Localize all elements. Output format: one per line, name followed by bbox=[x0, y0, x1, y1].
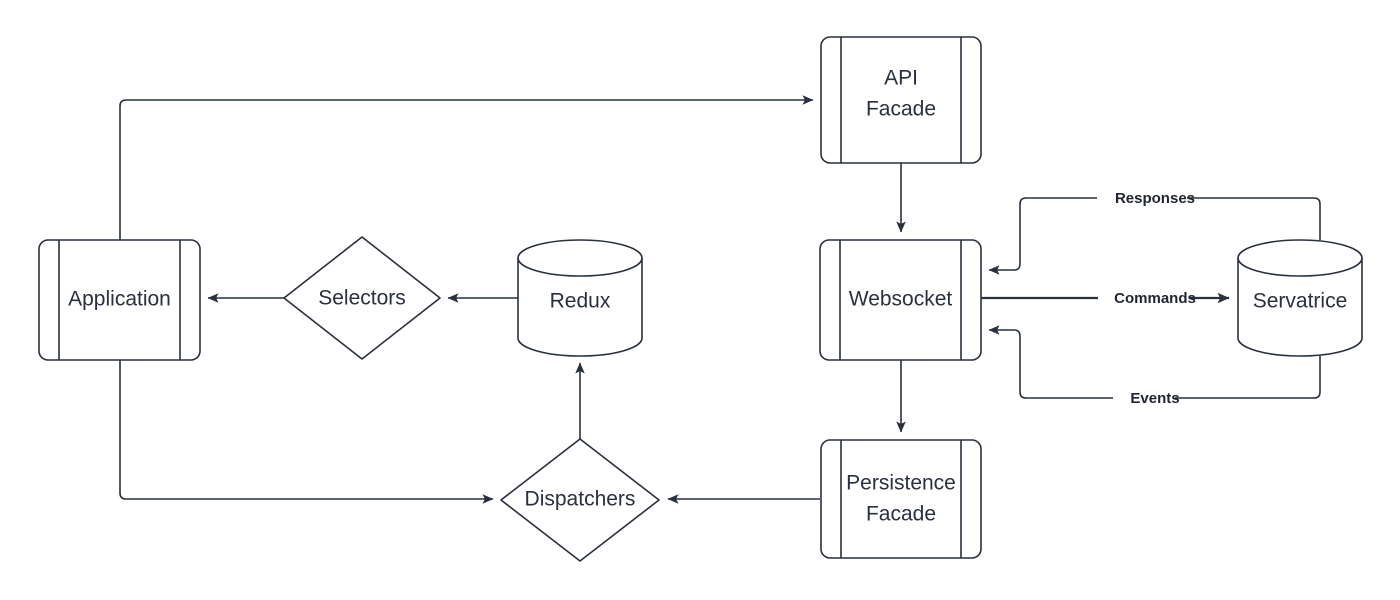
redux-label: Redux bbox=[550, 290, 611, 313]
edge-websocket-to-servatrice-commands: Commands bbox=[981, 288, 1230, 308]
edge-servatrice-to-websocket-events: Events bbox=[988, 325, 1321, 408]
servatrice-label: Servatrice bbox=[1253, 290, 1348, 313]
persistence-facade-box bbox=[820, 439, 982, 559]
api-facade-label-line2: Facade bbox=[866, 98, 936, 121]
api-facade-box bbox=[820, 36, 982, 164]
node-persistence-facade[interactable]: Persistence Facade bbox=[820, 439, 982, 559]
events-label-backdrop bbox=[1113, 388, 1175, 408]
node-servatrice[interactable]: Servatrice bbox=[1237, 239, 1363, 357]
node-dispatchers[interactable]: Dispatchers bbox=[500, 438, 660, 562]
edge-application-to-dispatchers bbox=[119, 360, 494, 504]
selectors-diamond bbox=[283, 236, 441, 360]
dispatchers-label: Dispatchers bbox=[525, 488, 636, 511]
dispatchers-diamond bbox=[500, 438, 660, 562]
application-label: Application bbox=[68, 288, 171, 311]
api-facade-label-line1: API bbox=[884, 67, 918, 90]
websocket-box bbox=[819, 239, 982, 361]
commands-label-backdrop bbox=[1098, 288, 1190, 308]
persistence-facade-label-line2: Facade bbox=[866, 503, 936, 526]
redux-cylinder-top bbox=[517, 239, 643, 277]
edge-servatrice-to-websocket-responses: Responses bbox=[988, 188, 1321, 275]
edge-label-events: Events bbox=[1130, 390, 1179, 407]
application-box bbox=[38, 239, 201, 361]
edge-application-to-api-facade bbox=[119, 95, 814, 240]
selectors-label: Selectors bbox=[318, 287, 406, 310]
node-redux[interactable]: Redux bbox=[517, 239, 643, 357]
edge-label-responses: Responses bbox=[1115, 190, 1195, 207]
servatrice-cylinder-body bbox=[1237, 258, 1363, 357]
persistence-facade-label-line1: Persistence bbox=[846, 472, 956, 495]
node-application[interactable]: Application bbox=[38, 239, 201, 361]
node-selectors[interactable]: Selectors bbox=[283, 236, 441, 360]
responses-label-backdrop bbox=[1097, 188, 1187, 208]
edge-label-commands: Commands bbox=[1114, 290, 1196, 307]
node-api-facade[interactable]: API Facade bbox=[820, 36, 982, 164]
websocket-label: Websocket bbox=[849, 288, 953, 311]
redux-cylinder-body bbox=[517, 258, 643, 357]
node-websocket[interactable]: Websocket bbox=[819, 239, 982, 361]
servatrice-cylinder-top bbox=[1237, 239, 1363, 277]
